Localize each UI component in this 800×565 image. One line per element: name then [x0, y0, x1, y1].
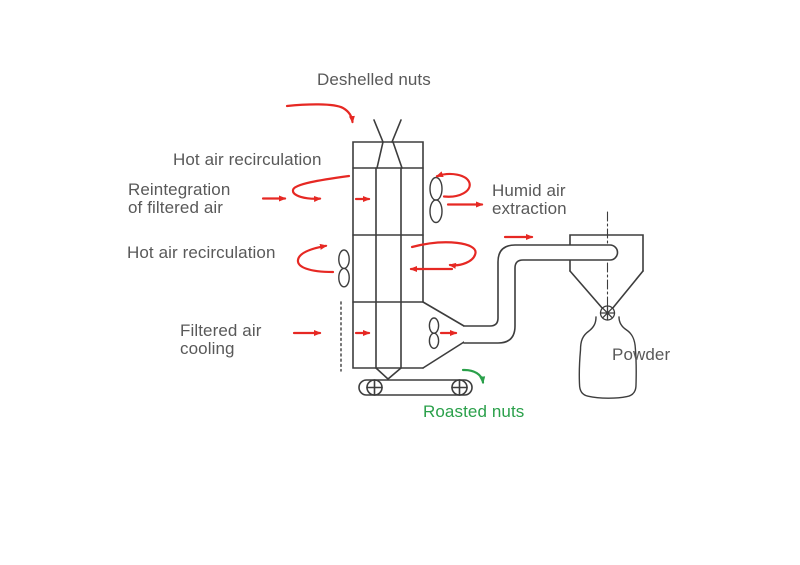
fan-icon-upper-right [429, 176, 443, 224]
tower-dividers [352, 167, 424, 303]
label-hot-air-recirculation-upper: Hot air recirculation [173, 150, 322, 169]
flow-arrow-hot-air-lower-loop [296, 243, 335, 274]
powder-bag [578, 316, 637, 399]
cyclone-separator [569, 211, 644, 321]
duct-pipe [463, 244, 619, 344]
feed-inlet-icon [373, 119, 402, 143]
flow-arrow-humid-extraction-loop [435, 171, 471, 198]
outlet-funnel [422, 301, 465, 369]
flow-arrows [261, 103, 534, 336]
label-roasted-nuts: Roasted nuts [423, 402, 525, 421]
fan-icon-outlet [428, 317, 440, 350]
roaster-tower [352, 119, 465, 381]
roller-icon-right [451, 379, 468, 396]
equipment [338, 119, 644, 399]
belt-rotation-arrow [461, 368, 486, 384]
label-deshelled-nuts: Deshelled nuts [317, 70, 431, 89]
flow-arrow-feed [285, 103, 355, 124]
conveyor-belt [358, 379, 473, 396]
label-hot-air-recirculation-lower: Hot air recirculation [127, 243, 276, 262]
cyclone-cone [569, 270, 644, 310]
discharge-funnel [375, 367, 402, 381]
flow-arrow-hot-air-upper-loop [291, 174, 351, 202]
feed-hopper [376, 141, 403, 169]
fan-icon-left [338, 249, 350, 288]
label-reintegration: Reintegration of filtered air [128, 180, 231, 217]
roller-icon-left [366, 379, 383, 396]
label-filtered-air-cooling: Filtered air cooling [180, 321, 262, 358]
label-humid-air-extraction: Humid air extraction [492, 181, 567, 218]
tower-inner-walls [375, 167, 402, 369]
rotary-valve-icon [599, 305, 616, 321]
flow-arrow-recirculation-loop [410, 241, 477, 269]
label-powder: Powder [612, 345, 671, 364]
